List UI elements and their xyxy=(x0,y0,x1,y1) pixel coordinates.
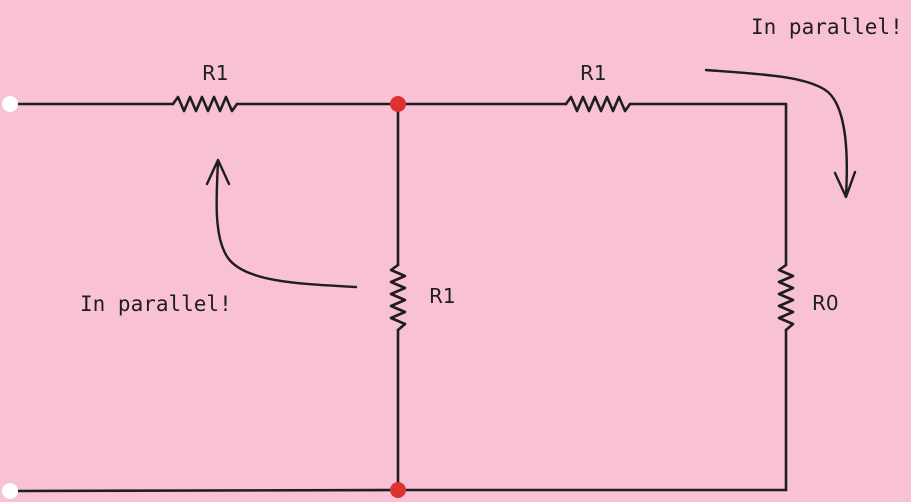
right-parallel-note: In parallel! xyxy=(751,15,903,39)
resistor-right-vertical xyxy=(777,263,795,332)
input-terminal-top xyxy=(2,96,18,112)
junction-node-top xyxy=(390,96,406,112)
label-r1-top-right: R1 xyxy=(580,61,607,85)
resistor-middle-vertical xyxy=(389,263,407,332)
left-annotation-arrow xyxy=(215,160,358,289)
label-r1-middle: R1 xyxy=(429,284,456,308)
left-parallel-note: In parallel! xyxy=(80,292,232,316)
resistor-top-right xyxy=(564,95,632,113)
left-arrow-head xyxy=(205,158,231,186)
label-r1-top-left: R1 xyxy=(202,61,229,85)
right-arrow-head xyxy=(833,170,857,199)
resistor-top-left xyxy=(171,95,239,113)
top-right-wire-2 xyxy=(628,102,788,267)
junction-node-bottom xyxy=(390,482,406,498)
input-terminal-bottom xyxy=(2,483,18,499)
right-annotation-arrow xyxy=(704,68,849,198)
label-r0-right: R0 xyxy=(812,291,839,315)
